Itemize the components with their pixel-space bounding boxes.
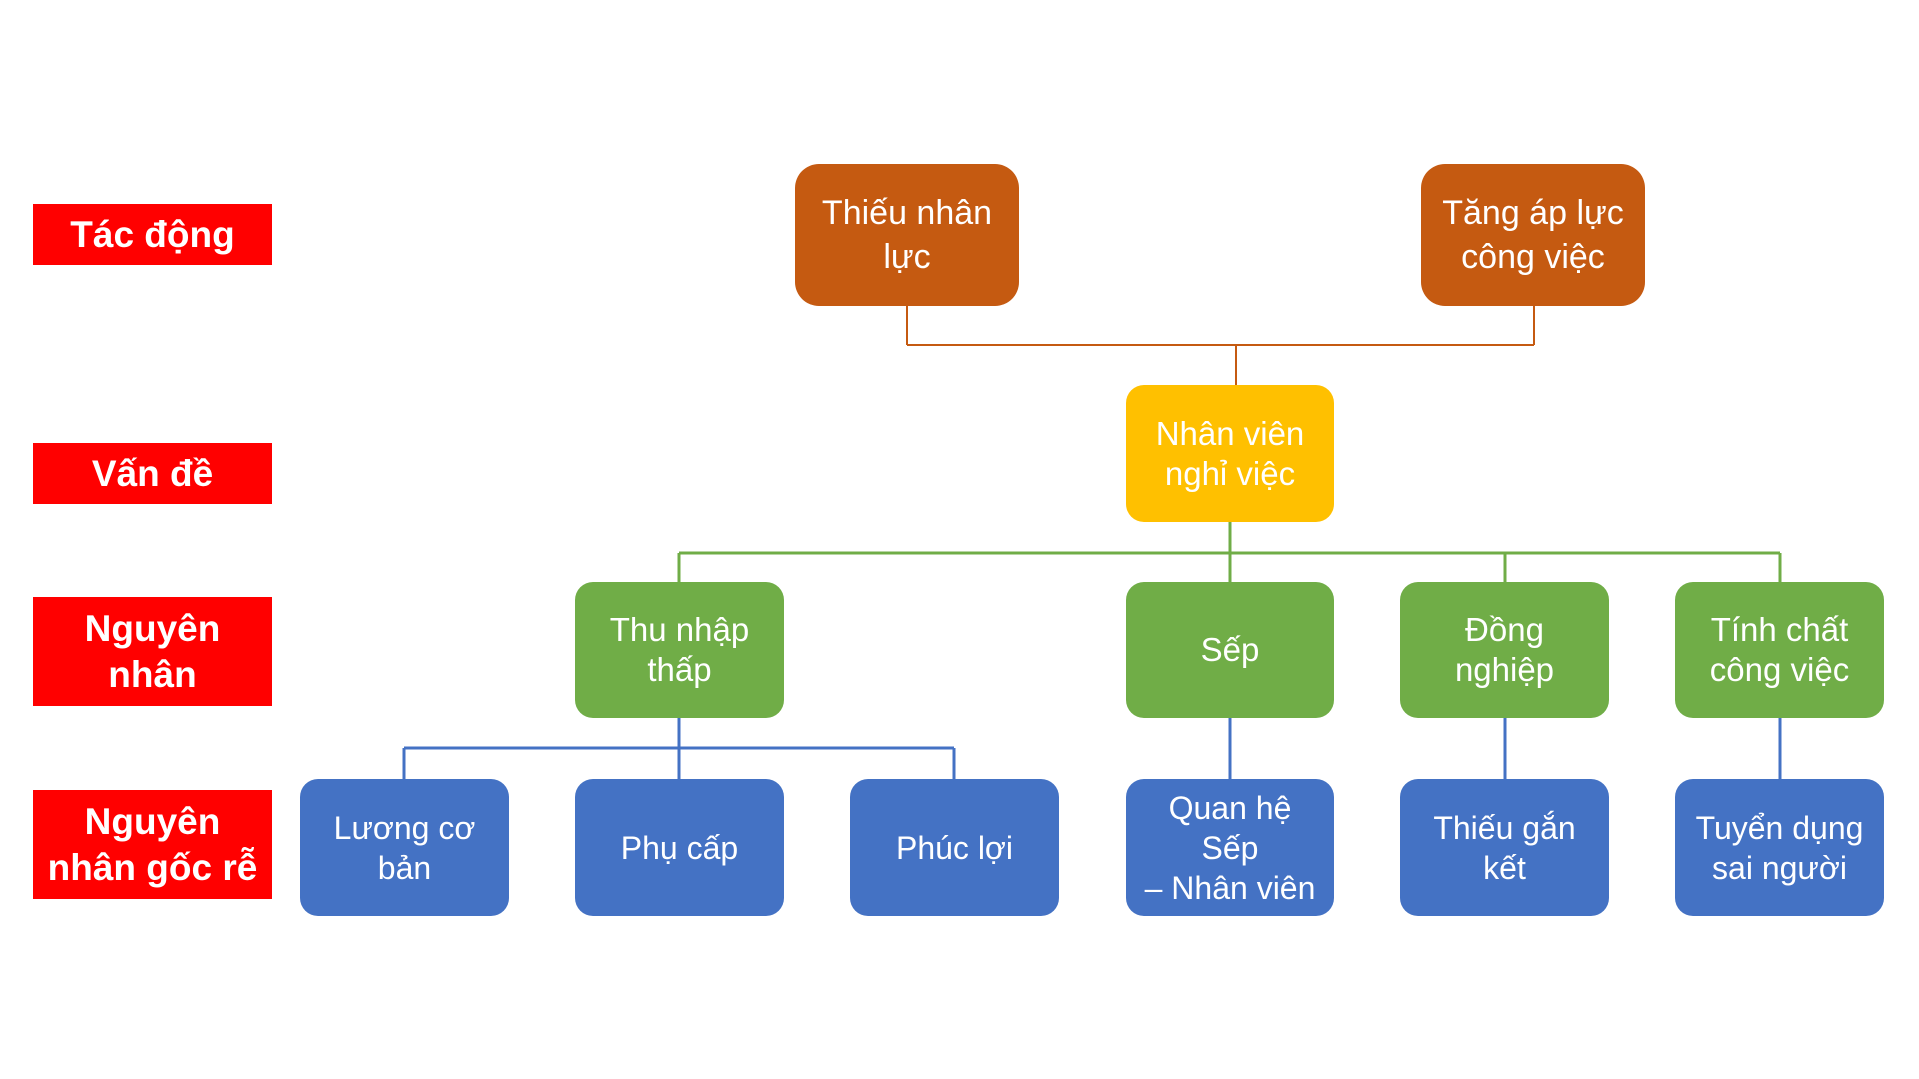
row-label-impact-text: Tác động: [70, 213, 235, 255]
cause-node-low-income: Thu nhập thấp: [575, 582, 784, 718]
cause-connectors: [677, 522, 1782, 582]
impact-node-text: Tăng áp lực công việc: [1442, 194, 1624, 276]
impact-node-text: Thiếu nhân lực: [821, 194, 993, 276]
root-node-text: Phúc lợi: [895, 829, 1014, 866]
row-label-impact: Tác động: [33, 204, 272, 265]
root-node-allowance: Phụ cấp: [575, 779, 784, 916]
root-node-text: Quan hệ Sếp – Nhân viên: [1144, 789, 1316, 906]
root-node-wrong-hiring: Tuyển dụng sai người: [1675, 779, 1884, 916]
root-node-text: Thiếu gắn kết: [1433, 809, 1576, 886]
cause-node-text: Thu nhập thấp: [609, 611, 750, 688]
row-label-root-cause: Nguyên nhân gốc rễ: [33, 790, 272, 899]
impact-node-labor-shortage: Thiếu nhân lực: [795, 164, 1019, 306]
row-label-cause: Nguyên nhân: [33, 597, 272, 706]
root-node-text: Tuyển dụng sai người: [1695, 809, 1864, 886]
cause-node-boss: Sếp: [1126, 582, 1334, 718]
row-label-cause-text: Nguyên nhân: [84, 607, 221, 695]
impact-connectors: [906, 306, 1535, 385]
root-node-boss-relationship: Quan hệ Sếp – Nhân viên: [1126, 779, 1334, 916]
cause-node-text: Sếp: [1200, 631, 1260, 668]
row-label-problem: Vấn đề: [33, 443, 272, 504]
root-node-benefits: Phúc lợi: [850, 779, 1059, 916]
root-node-lack-cohesion: Thiếu gắn kết: [1400, 779, 1609, 916]
cause-node-job-nature: Tính chất công việc: [1675, 582, 1884, 718]
problem-node: Nhân viên nghỉ việc: [1126, 385, 1334, 522]
row-label-problem-text: Vấn đề: [91, 452, 214, 494]
row-label-root-cause-text: Nguyên nhân gốc rễ: [47, 800, 258, 888]
cause-node-text: Tính chất công việc: [1709, 611, 1850, 688]
root-node-text: Phụ cấp: [620, 829, 739, 866]
cause-node-colleagues: Đồng nghiệp: [1400, 582, 1609, 718]
root-connectors: [402, 718, 1782, 779]
cause-node-text: Đồng nghiệp: [1454, 611, 1555, 688]
root-node-base-salary: Lương cơ bản: [300, 779, 509, 916]
problem-node-text: Nhân viên nghỉ việc: [1155, 414, 1305, 492]
root-node-text: Lương cơ bản: [333, 809, 476, 886]
impact-node-work-pressure: Tăng áp lực công việc: [1421, 164, 1645, 306]
